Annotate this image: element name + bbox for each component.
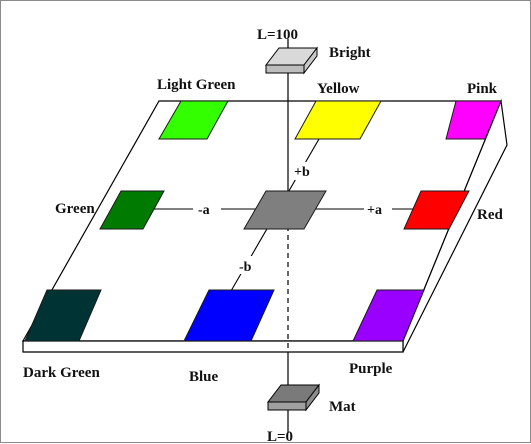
light-green-swatch [158, 100, 229, 140]
blue-label: Blue [189, 369, 219, 385]
plus-b-label: +b [294, 165, 310, 180]
bright-chip-side [265, 64, 305, 74]
yellow-label: Yellow [317, 81, 360, 97]
dark-green-swatch [24, 289, 102, 342]
bright-label: Bright [329, 45, 371, 61]
green-swatch [99, 190, 165, 230]
purple-label: Purple [349, 361, 393, 377]
plane-front-edge [22, 340, 404, 353]
dark-green-label: Dark Green [23, 365, 100, 381]
minus-a-gap [193, 200, 221, 218]
plus-a-gap [364, 200, 392, 218]
l0-label: L=0 [267, 429, 293, 444]
l100-label: L=100 [257, 27, 298, 43]
red-swatch [403, 190, 470, 230]
pink-swatch [445, 100, 502, 140]
light-green-label: Light Green [157, 77, 236, 93]
mat-chip-edge [305, 383, 320, 412]
minus-b-label: -b [239, 260, 252, 275]
green-label: Green [55, 201, 95, 217]
mat-chip-side [267, 401, 307, 411]
plus-b-gap [291, 162, 317, 180]
blue-swatch [183, 289, 275, 342]
purple-swatch [352, 289, 425, 342]
minus-a-label: -a [198, 203, 210, 218]
yellow-swatch [294, 100, 382, 140]
bright-chip-edge [303, 46, 318, 75]
mat-label: Mat [329, 399, 356, 415]
pink-label: Pink [467, 81, 498, 97]
minus-b-gap [235, 256, 259, 274]
red-label: Red [477, 207, 503, 223]
plus-a-label: +a [367, 203, 382, 218]
gray-swatch [243, 190, 327, 230]
